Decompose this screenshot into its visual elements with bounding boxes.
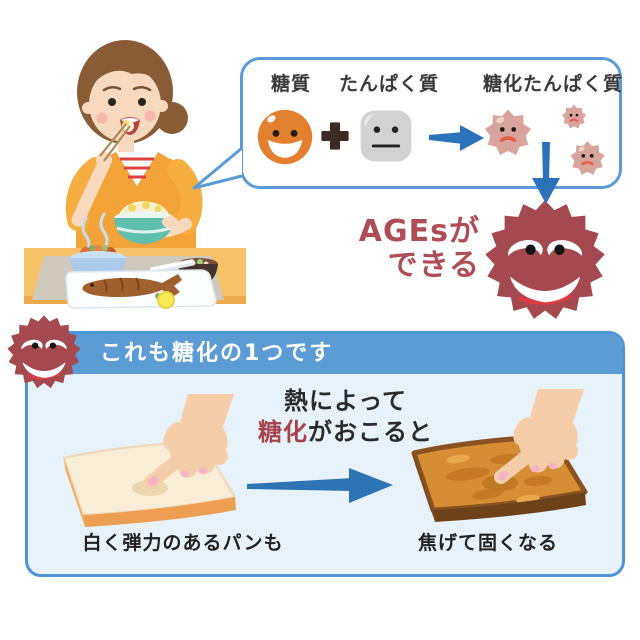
arrow-right-icon	[429, 125, 484, 151]
glycated-protein-icon	[484, 109, 532, 156]
ages-caption-line1: AGEsが	[358, 214, 480, 249]
arrow-right-icon	[247, 468, 393, 503]
heat-caption-line2: 糖化がおこると	[233, 417, 458, 448]
heat-caption: 熱によって 糖化がおこると	[233, 386, 458, 448]
glycated-protein-icon	[570, 141, 605, 175]
plus-icon	[321, 122, 349, 150]
toast-label: 焦げて固くなる	[417, 532, 558, 554]
glycated-protein-label: 糖化たんぱく質	[483, 73, 624, 95]
ages-character-small-icon	[7, 315, 81, 389]
protein-label: たんぱく質	[339, 73, 440, 95]
white-bread-illustration	[63, 394, 236, 527]
glycation-example-box: これも糖化の1つです 熱によって 糖化がおこると	[25, 331, 625, 577]
sugar-label: 糖質	[270, 73, 311, 95]
heat-caption-line1: 熱によって	[283, 387, 408, 415]
box-header: これも糖化の1つです	[28, 334, 622, 374]
ages-caption-line2: できる	[387, 247, 480, 283]
ages-character-icon	[485, 200, 605, 319]
sugar-face-icon	[257, 109, 313, 165]
woman-eating-illustration	[24, 40, 246, 309]
heat-caption-highlight: 糖化	[258, 418, 308, 447]
toast-illustration	[411, 389, 588, 522]
arrow-down-icon	[532, 142, 560, 204]
speech-bubble-tail	[192, 146, 243, 190]
protein-face-icon	[360, 110, 412, 162]
white-bread-label: 白く弾力のあるパンも	[82, 532, 284, 554]
heat-caption-suffix: がおこると	[308, 418, 433, 447]
speech-bubble: 糖質 たんぱく質 糖化たんぱく質	[240, 57, 622, 189]
glycated-protein-icon	[561, 104, 587, 129]
ages-caption: AGEsが できる	[358, 215, 480, 283]
